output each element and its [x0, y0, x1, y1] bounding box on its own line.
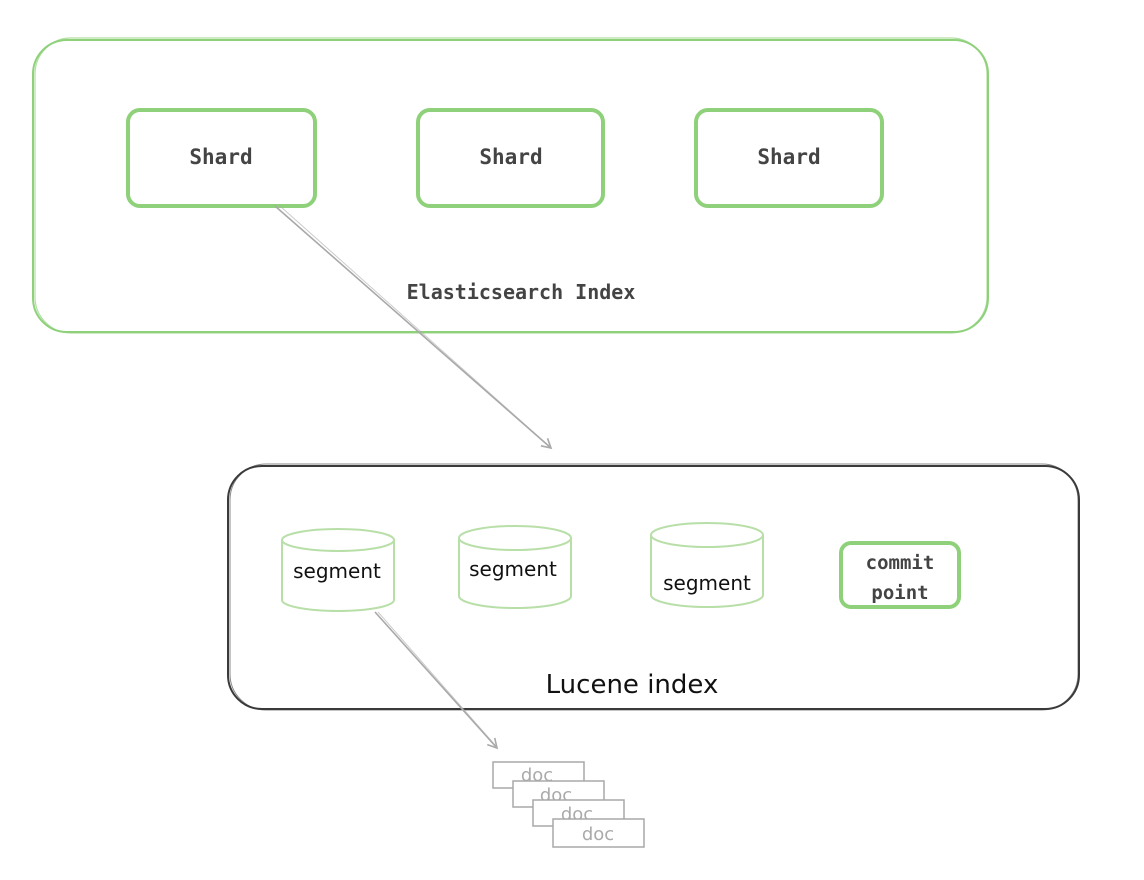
segment-cylinder-3: segment	[650, 522, 764, 608]
segment-cylinder-2: segment	[458, 525, 572, 609]
commit-point-label-line2: point	[871, 582, 928, 604]
shard-box-1: Shard	[126, 108, 317, 208]
lucene-index-label: Lucene index	[546, 670, 719, 700]
elasticsearch-index-box	[32, 37, 989, 334]
commit-point-label-line1: commit	[866, 552, 935, 574]
shard-label-2: Shard	[479, 145, 542, 169]
segment-cylinder-1: segment	[281, 528, 395, 612]
doc-label-4: doc	[582, 824, 614, 845]
doc-card-4: doc	[552, 818, 645, 848]
elasticsearch-index-label: Elasticsearch Index	[407, 280, 636, 304]
shard-box-3: Shard	[694, 108, 884, 208]
segment-label-3: segment	[663, 571, 751, 595]
segment-label-2: segment	[469, 557, 557, 581]
shard-box-2: Shard	[416, 108, 605, 208]
commit-point-box: commit point	[839, 541, 961, 609]
shard-to-lucene-arrow	[274, 205, 553, 450]
shard-label-3: Shard	[757, 145, 820, 169]
segment-label-1: segment	[293, 559, 381, 583]
segment-to-docs-arrow	[374, 611, 499, 750]
shard-label-1: Shard	[189, 145, 252, 169]
lucene-index-box	[227, 463, 1080, 711]
